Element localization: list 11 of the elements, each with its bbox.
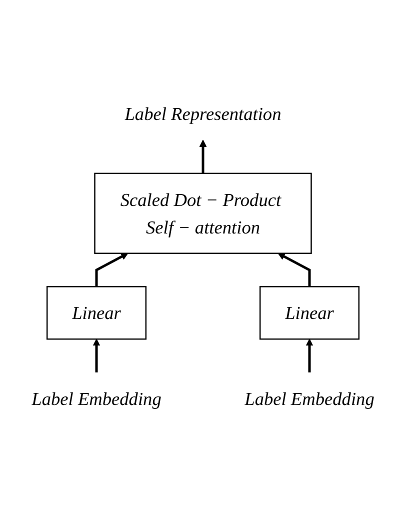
arrow — [199, 140, 207, 174]
node-box: Linear — [46, 286, 147, 340]
node-box: Linear — [259, 286, 360, 340]
node-box: Scaled Dot − Product Self − attention — [94, 172, 312, 254]
node-text: Label Representation — [124, 103, 282, 124]
arrow — [278, 252, 311, 286]
arrow — [92, 338, 100, 372]
node-text: Label Embedding — [32, 388, 162, 409]
arrow — [306, 338, 314, 372]
node-text: Label Embedding — [244, 388, 374, 409]
arrow — [95, 252, 128, 286]
